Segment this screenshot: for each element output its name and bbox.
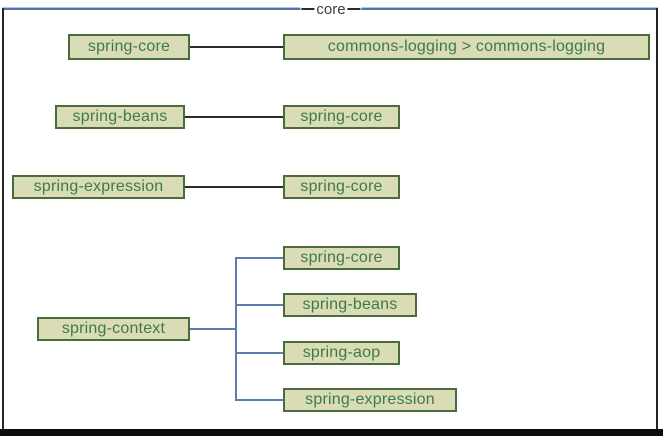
label-right-dash <box>347 8 361 10</box>
node-spring-beans-branch: spring-beans <box>283 293 417 317</box>
edge-spring-beans-to-spring-core <box>185 116 283 118</box>
frame-right-border <box>656 8 658 429</box>
frame-left-border <box>2 8 4 429</box>
node-spring-core-row2: spring-core <box>283 105 400 129</box>
node-commons-logging: commons-logging > commons-logging <box>283 34 650 60</box>
node-spring-core-branch: spring-core <box>283 246 400 270</box>
edge-spring-context-vertical <box>235 257 237 401</box>
node-spring-context: spring-context <box>37 317 190 341</box>
label-left-dash <box>301 8 315 10</box>
edge-spring-context-trunk <box>190 328 235 330</box>
group-label-text: core <box>316 0 346 18</box>
node-spring-core-row1: spring-core <box>68 34 190 60</box>
edge-spring-context-to-spring-core <box>235 257 283 259</box>
frame-bottom-border <box>0 429 663 436</box>
node-spring-expression-branch: spring-expression <box>283 388 457 412</box>
edge-spring-context-to-spring-beans <box>235 304 283 306</box>
edge-spring-expression-to-spring-core <box>185 186 283 188</box>
edge-spring-context-to-spring-aop <box>235 352 283 354</box>
node-spring-core-row3: spring-core <box>283 175 400 199</box>
edge-spring-context-to-spring-expression <box>235 399 283 401</box>
node-spring-expression-row3: spring-expression <box>12 175 185 199</box>
node-spring-beans-row2: spring-beans <box>55 105 185 129</box>
edge-spring-core-to-commons-logging <box>190 46 283 48</box>
group-label-core: core <box>300 0 362 18</box>
node-spring-aop-branch: spring-aop <box>283 341 400 365</box>
